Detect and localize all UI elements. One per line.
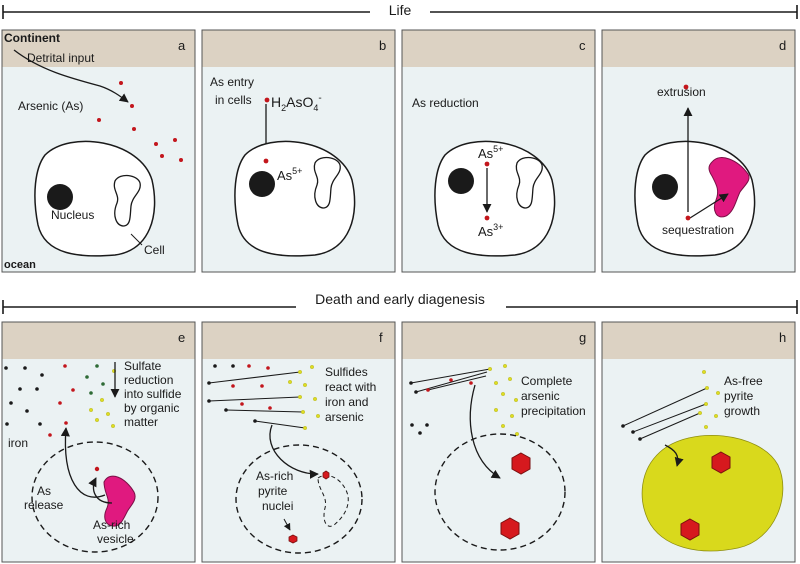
as5-label: As5+ <box>277 166 302 183</box>
iron-label: iron <box>8 436 28 450</box>
arsenic-dots <box>97 81 183 162</box>
arsenic-dots <box>48 364 100 472</box>
panel-d-letter: d <box>779 38 786 53</box>
detrital-arrow <box>13 49 129 103</box>
panel-e: e Sulfate reduction into sulfide by orga… <box>1 321 196 563</box>
iron-dots <box>621 424 642 441</box>
sulfate-text: Sulfate reduction into sulfide by organi… <box>124 359 185 429</box>
pyrite-nucleus-small <box>288 534 298 544</box>
sulfide-dots <box>288 365 320 430</box>
nucleus <box>652 174 678 200</box>
panel-f: f Sulfides react with iron and arsenic <box>201 321 396 563</box>
cell-label: Cell <box>144 243 165 257</box>
panel-b: b As entry in cells H2AsO4- As5+ <box>201 29 396 273</box>
dead-cell-outline <box>434 433 566 551</box>
pyrite-crystal <box>680 518 700 541</box>
cell-body <box>434 140 556 257</box>
as-rich-vesicle <box>103 475 136 527</box>
reaction-lines <box>622 387 708 440</box>
panel-f-letter: f <box>379 330 383 345</box>
organelle <box>113 174 141 227</box>
as3-dot <box>484 215 490 221</box>
nucleus <box>448 168 474 194</box>
nucleus-label: Nucleus <box>51 208 94 222</box>
life-bracket: Life <box>2 2 798 20</box>
death-title: Death and early diagenesis <box>315 291 485 307</box>
precipitation-arrow <box>469 384 501 479</box>
as-entry-line2: in cells <box>215 93 252 107</box>
continent-label: Continent <box>4 31 60 45</box>
nucleus <box>249 171 275 197</box>
growth-arrow <box>664 444 684 467</box>
nuclei-pointer <box>283 518 291 531</box>
dead-cell-outline <box>235 444 363 554</box>
vesicle-ghost <box>317 474 349 527</box>
pyrite-crystal <box>500 517 520 540</box>
as5-dot <box>263 158 269 164</box>
panel-d: d extrusion sequestration <box>601 29 796 273</box>
as5-label: As5+ <box>478 144 503 161</box>
detrital-input-label: Detrital input <box>27 51 95 65</box>
iron-dots <box>207 364 257 423</box>
nuclei-label: As-rich pyrite nuclei <box>256 469 297 513</box>
pyrite-growth-mass <box>641 435 784 552</box>
as-dot <box>685 215 691 221</box>
cell-body <box>234 140 356 257</box>
cell-body <box>34 140 156 257</box>
panel-c: c As reduction As5+ As3+ <box>401 29 596 273</box>
nucleus <box>47 184 73 210</box>
precipitation-text: Complete arsenic precipitation <box>521 374 586 418</box>
arsenic-dots <box>426 378 473 392</box>
panel-e-letter: e <box>178 330 185 345</box>
arsenic-label: Arsenic (As) <box>18 99 83 113</box>
as-entry-dot <box>264 97 270 103</box>
panel-h-letter: h <box>779 330 786 345</box>
sequestration-arrow <box>689 193 729 219</box>
pyrite-crystal <box>511 452 531 475</box>
vesicle-label: As-rich vesicle <box>93 518 134 546</box>
iron-dots <box>4 366 44 426</box>
as-entry-line1: As entry <box>210 75 254 89</box>
panel-c-letter: c <box>579 38 586 53</box>
vesicle-curl-arrow <box>88 477 113 504</box>
ocean-label: ocean <box>4 259 36 271</box>
green-dots <box>85 364 105 395</box>
h2aso4-label: H2AsO4- <box>271 93 322 113</box>
extruded-dot <box>683 84 689 90</box>
panel-a-letter: a <box>178 38 186 53</box>
dead-cell-outline <box>31 441 159 553</box>
sulfide-dots <box>488 364 519 436</box>
extrusion-label: extrusion <box>657 85 706 99</box>
sulfide-dots <box>698 370 720 429</box>
sequestration-label: sequestration <box>662 223 734 237</box>
growth-text: As-free pyrite growth <box>724 374 766 418</box>
pyrite-crystal <box>711 451 731 474</box>
as-reduction-label: As reduction <box>412 96 479 110</box>
as3-label: As3+ <box>478 222 503 239</box>
life-title: Life <box>389 2 412 18</box>
panel-h: h As-free pyrite growth <box>601 321 796 563</box>
panel-g: g Complete arsenic precipitation <box>401 321 596 563</box>
panel-a: a Continent Detrital input Arsenic (As) … <box>1 29 196 273</box>
nucleation-arrow <box>269 424 319 479</box>
iron-dots <box>409 381 429 435</box>
panel-b-letter: b <box>379 38 386 53</box>
organelle <box>313 156 341 209</box>
sulfides-text: Sulfides react with iron and arsenic <box>325 365 380 424</box>
organelle <box>515 156 543 209</box>
as5-dot <box>484 161 490 167</box>
pyrite-nucleus-large <box>322 470 330 480</box>
as-release-label: As release <box>24 484 64 512</box>
reaction-lines <box>208 371 306 429</box>
death-bracket: Death and early diagenesis <box>2 291 798 314</box>
panel-g-letter: g <box>579 330 586 345</box>
arsenic-dots <box>231 364 272 410</box>
